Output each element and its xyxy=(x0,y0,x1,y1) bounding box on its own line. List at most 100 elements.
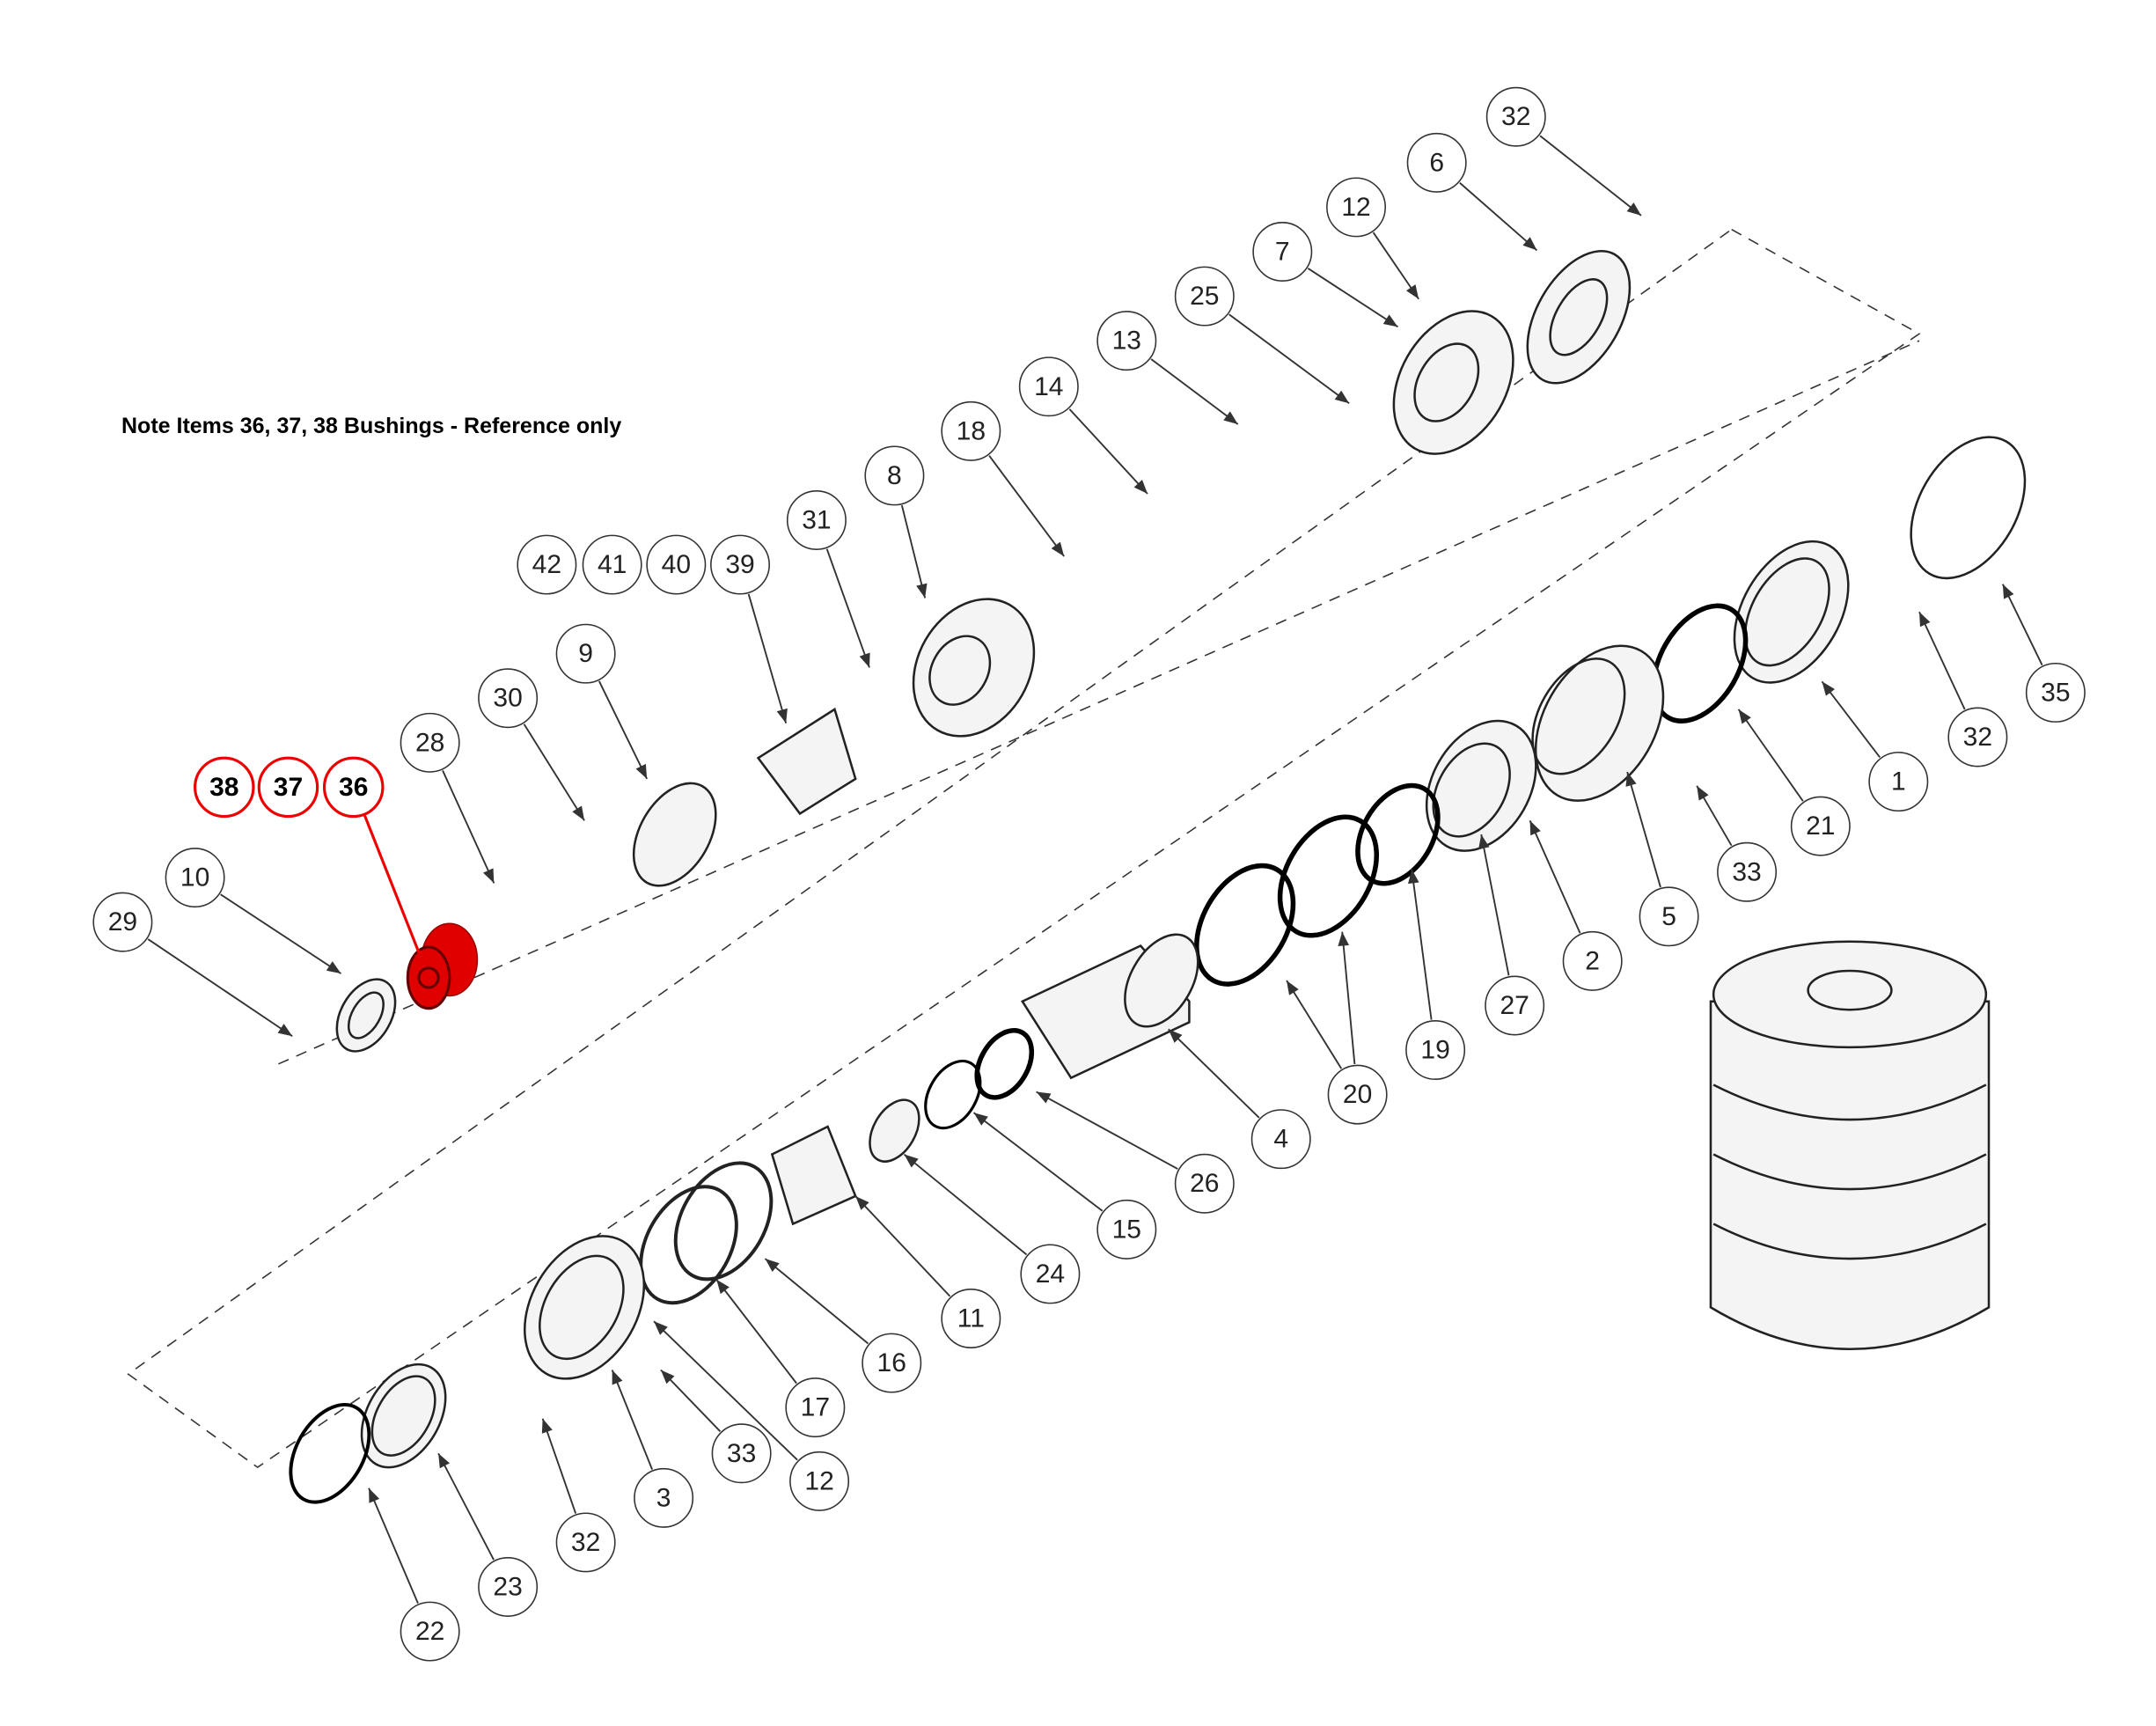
leader-line xyxy=(715,1279,797,1384)
callout-label: 19 xyxy=(1420,1036,1449,1065)
callout-label: 5 xyxy=(1661,902,1676,931)
callout-label: 12 xyxy=(804,1466,833,1495)
arrowhead xyxy=(1223,411,1238,424)
arrowhead xyxy=(855,1195,869,1210)
callout-label: 25 xyxy=(1190,282,1219,311)
arrowhead xyxy=(438,1453,451,1469)
callout-item-18: 18 xyxy=(941,400,1001,461)
leader-line xyxy=(988,455,1065,557)
arrowhead xyxy=(1697,785,1709,801)
leader-line xyxy=(442,770,495,884)
callout-label: 24 xyxy=(1036,1260,1065,1289)
callout-circle xyxy=(646,534,707,595)
arrowhead xyxy=(859,652,870,668)
callout-circle xyxy=(1096,1199,1157,1260)
leader-line xyxy=(972,1112,1104,1212)
callout-item-16: 16 xyxy=(862,1333,922,1393)
callout-label: 20 xyxy=(1343,1080,1372,1109)
arrowhead xyxy=(1738,709,1751,724)
arrowhead xyxy=(1036,1091,1052,1104)
arrowhead xyxy=(414,951,425,967)
callout-label: 15 xyxy=(1112,1215,1141,1244)
leader-line xyxy=(1036,1091,1178,1170)
leader-line xyxy=(1737,709,1804,802)
part-39-vane xyxy=(756,707,857,816)
leader-line xyxy=(900,504,927,599)
arrowhead xyxy=(973,1113,988,1126)
callout-label: 41 xyxy=(598,550,627,579)
leader-line xyxy=(1821,680,1881,759)
arrowhead xyxy=(1334,390,1350,404)
callout-label: 33 xyxy=(1732,857,1761,886)
callout-label: 23 xyxy=(493,1572,522,1601)
callout-label: 4 xyxy=(1273,1125,1288,1154)
callout-item-2: 2 xyxy=(1562,930,1623,991)
callout-item-24: 24 xyxy=(1020,1244,1081,1304)
callout-label: 22 xyxy=(415,1617,444,1646)
leader-line xyxy=(1307,268,1398,328)
arrowhead xyxy=(1168,1029,1183,1043)
leader-line xyxy=(611,1370,654,1470)
callout-circle xyxy=(1485,975,1545,1036)
leader-line xyxy=(1918,611,1966,710)
leader-line xyxy=(1228,313,1350,405)
callout-label: 14 xyxy=(1034,372,1063,401)
callout-circle xyxy=(1790,796,1851,856)
callout-circle xyxy=(634,1467,694,1528)
callout-circle xyxy=(1327,1064,1388,1125)
callout-item-7: 7 xyxy=(1252,222,1313,282)
callout-label: 26 xyxy=(1190,1169,1219,1198)
arrowhead xyxy=(660,1370,675,1384)
callout-item-4: 4 xyxy=(1250,1109,1311,1170)
callout-label: 28 xyxy=(415,728,444,757)
callout-label: 3 xyxy=(656,1483,671,1512)
part-7-housing xyxy=(1392,310,1514,455)
callout-item-33: 33 xyxy=(1717,841,1778,902)
part-9-flange xyxy=(632,782,717,887)
callout-circle xyxy=(786,490,847,550)
arrowhead xyxy=(1522,237,1537,251)
callout-item-41: 41 xyxy=(582,534,642,595)
callout-circle xyxy=(1174,1153,1235,1214)
arrowhead xyxy=(1287,981,1299,995)
callout-circle xyxy=(478,668,539,729)
callout-item-11: 11 xyxy=(941,1289,1001,1348)
callout-circle xyxy=(517,534,577,595)
part-20-oring-a xyxy=(1277,814,1380,938)
arrowhead xyxy=(1338,931,1350,947)
bushing-36-37-38 xyxy=(406,922,479,1010)
leader-line xyxy=(653,1320,798,1461)
callout-circle xyxy=(1018,356,1079,417)
leader-line xyxy=(1539,135,1642,217)
callout-label: 10 xyxy=(180,863,209,892)
callout-item-35: 35 xyxy=(2025,662,2086,723)
arrowhead xyxy=(1133,480,1148,494)
callout-circle xyxy=(1405,1020,1466,1081)
callout-circle xyxy=(257,756,319,819)
callout-circle xyxy=(2025,662,2086,723)
leader-line xyxy=(1068,408,1148,495)
callout-circle xyxy=(785,1377,846,1438)
reference-note: Note Items 36, 37, 38 Bushings - Referen… xyxy=(121,414,622,438)
callout-item-10: 10 xyxy=(165,848,225,908)
leader-line xyxy=(660,1369,722,1432)
callout-circle xyxy=(400,712,460,773)
arrowhead xyxy=(1625,771,1637,787)
arrowhead xyxy=(765,1259,780,1272)
callout-item-12: 12 xyxy=(1326,177,1387,238)
callout-item-32: 32 xyxy=(1485,86,1546,147)
callout-circle xyxy=(400,1601,460,1662)
callout-label: 35 xyxy=(2041,678,2070,707)
callout-label: 7 xyxy=(1275,238,1290,267)
part-23-ring xyxy=(360,1362,447,1469)
leader-line xyxy=(903,1153,1028,1256)
callout-item-36: 36 xyxy=(322,756,385,819)
arrowhead xyxy=(904,1154,919,1168)
callout-item-9: 9 xyxy=(555,623,616,684)
arrowhead xyxy=(541,1418,553,1434)
part-2-piston xyxy=(1425,719,1537,852)
leader-line xyxy=(598,680,648,780)
callout-circle xyxy=(1562,930,1623,991)
